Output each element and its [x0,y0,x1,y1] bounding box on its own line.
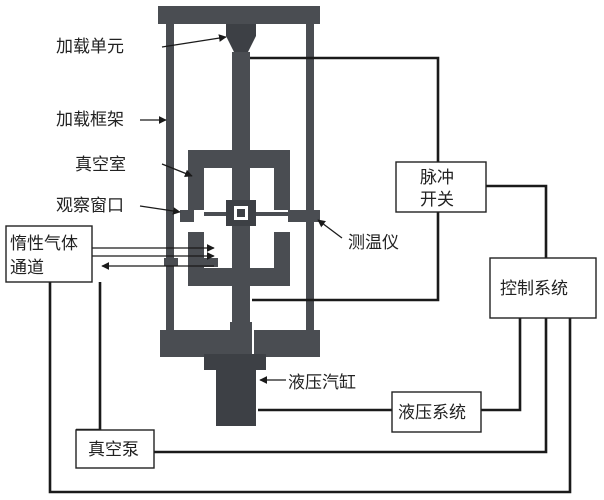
leader-loading-unit [161,34,227,48]
inert-gas-pipes [92,244,215,270]
control-system-box: 控制系统 [489,257,597,319]
piston-rod [230,322,252,362]
hydraulic-system-box: 液压系统 [391,391,482,433]
connection-wires [48,56,572,494]
leader-observation-window [139,205,181,215]
label-loading-frame: 加载框架 [56,110,124,130]
gas-port-left [164,258,178,266]
window-channel [204,212,226,216]
inert-gas-box-frame [5,225,93,283]
frame-left-column [166,24,174,336]
chamber-upper-shell [188,150,290,210]
label-vacuum-chamber: 真空室 [75,155,126,175]
frame-bottom-beam-right [254,330,320,357]
loading-unit [226,24,256,200]
pulse-switch-box-frame [395,161,487,213]
loading-frame [158,6,320,357]
hydraulic-system-box-frame [391,391,482,433]
sample [237,209,245,217]
frame-bottom-beam-left [160,330,232,357]
frame-top-beam [158,6,320,24]
label-hydraulic-system: 液压系统 [398,403,466,423]
label-pulse-switch-line1: 脉冲 [420,168,454,188]
label-loading-unit: 加载单元 [56,37,124,57]
label-thermometer: 测温仪 [348,233,399,253]
wire-control-to-gas-line [48,282,572,494]
leader-lines [139,34,343,384]
label-vacuum-pump: 真空泵 [88,440,139,460]
leader-vacuum-chamber [161,163,193,178]
probe-channel [256,212,288,216]
chamber-lower-shell [188,232,290,286]
leader-thermometer [317,219,343,239]
label-hydraulic-cylinder: 液压汽缸 [288,372,356,393]
label-control-system: 控制系统 [500,279,568,299]
observation-window-port [180,210,194,222]
pulse-switch-box: 脉冲 开关 [395,161,487,213]
frame-right-column [306,24,314,336]
vacuum-chamber [164,150,320,286]
cylinder-flange [204,354,266,370]
label-pulse-switch-line2: 开关 [420,190,454,210]
wire-control-to-hydraulic-system [481,318,522,412]
label-inert-gas-line1: 惰性气体 [10,234,78,254]
label-observation-window: 观察窗口 [56,196,124,216]
control-system-box-frame [489,257,597,319]
upper-ram [232,52,250,200]
wire-control-to-vacuum-pump [154,318,548,454]
gas-port-inner [190,258,218,267]
vacuum-pump-box: 真空泵 [75,429,155,469]
inert-gas-box: 惰性气体 通道 [5,225,93,283]
thermometer-probe [288,210,320,222]
load-cell [226,24,256,52]
wire-pulse-to-control [486,184,548,258]
vacuum-pump-box-frame [75,429,155,469]
hydraulic-cylinder-body [216,370,256,426]
label-inert-gas-line2: 通道 [10,258,44,278]
lower-ram [232,226,250,330]
wire-gas-to-vacuum-pump [76,282,102,432]
hydraulic-assembly [204,226,266,426]
